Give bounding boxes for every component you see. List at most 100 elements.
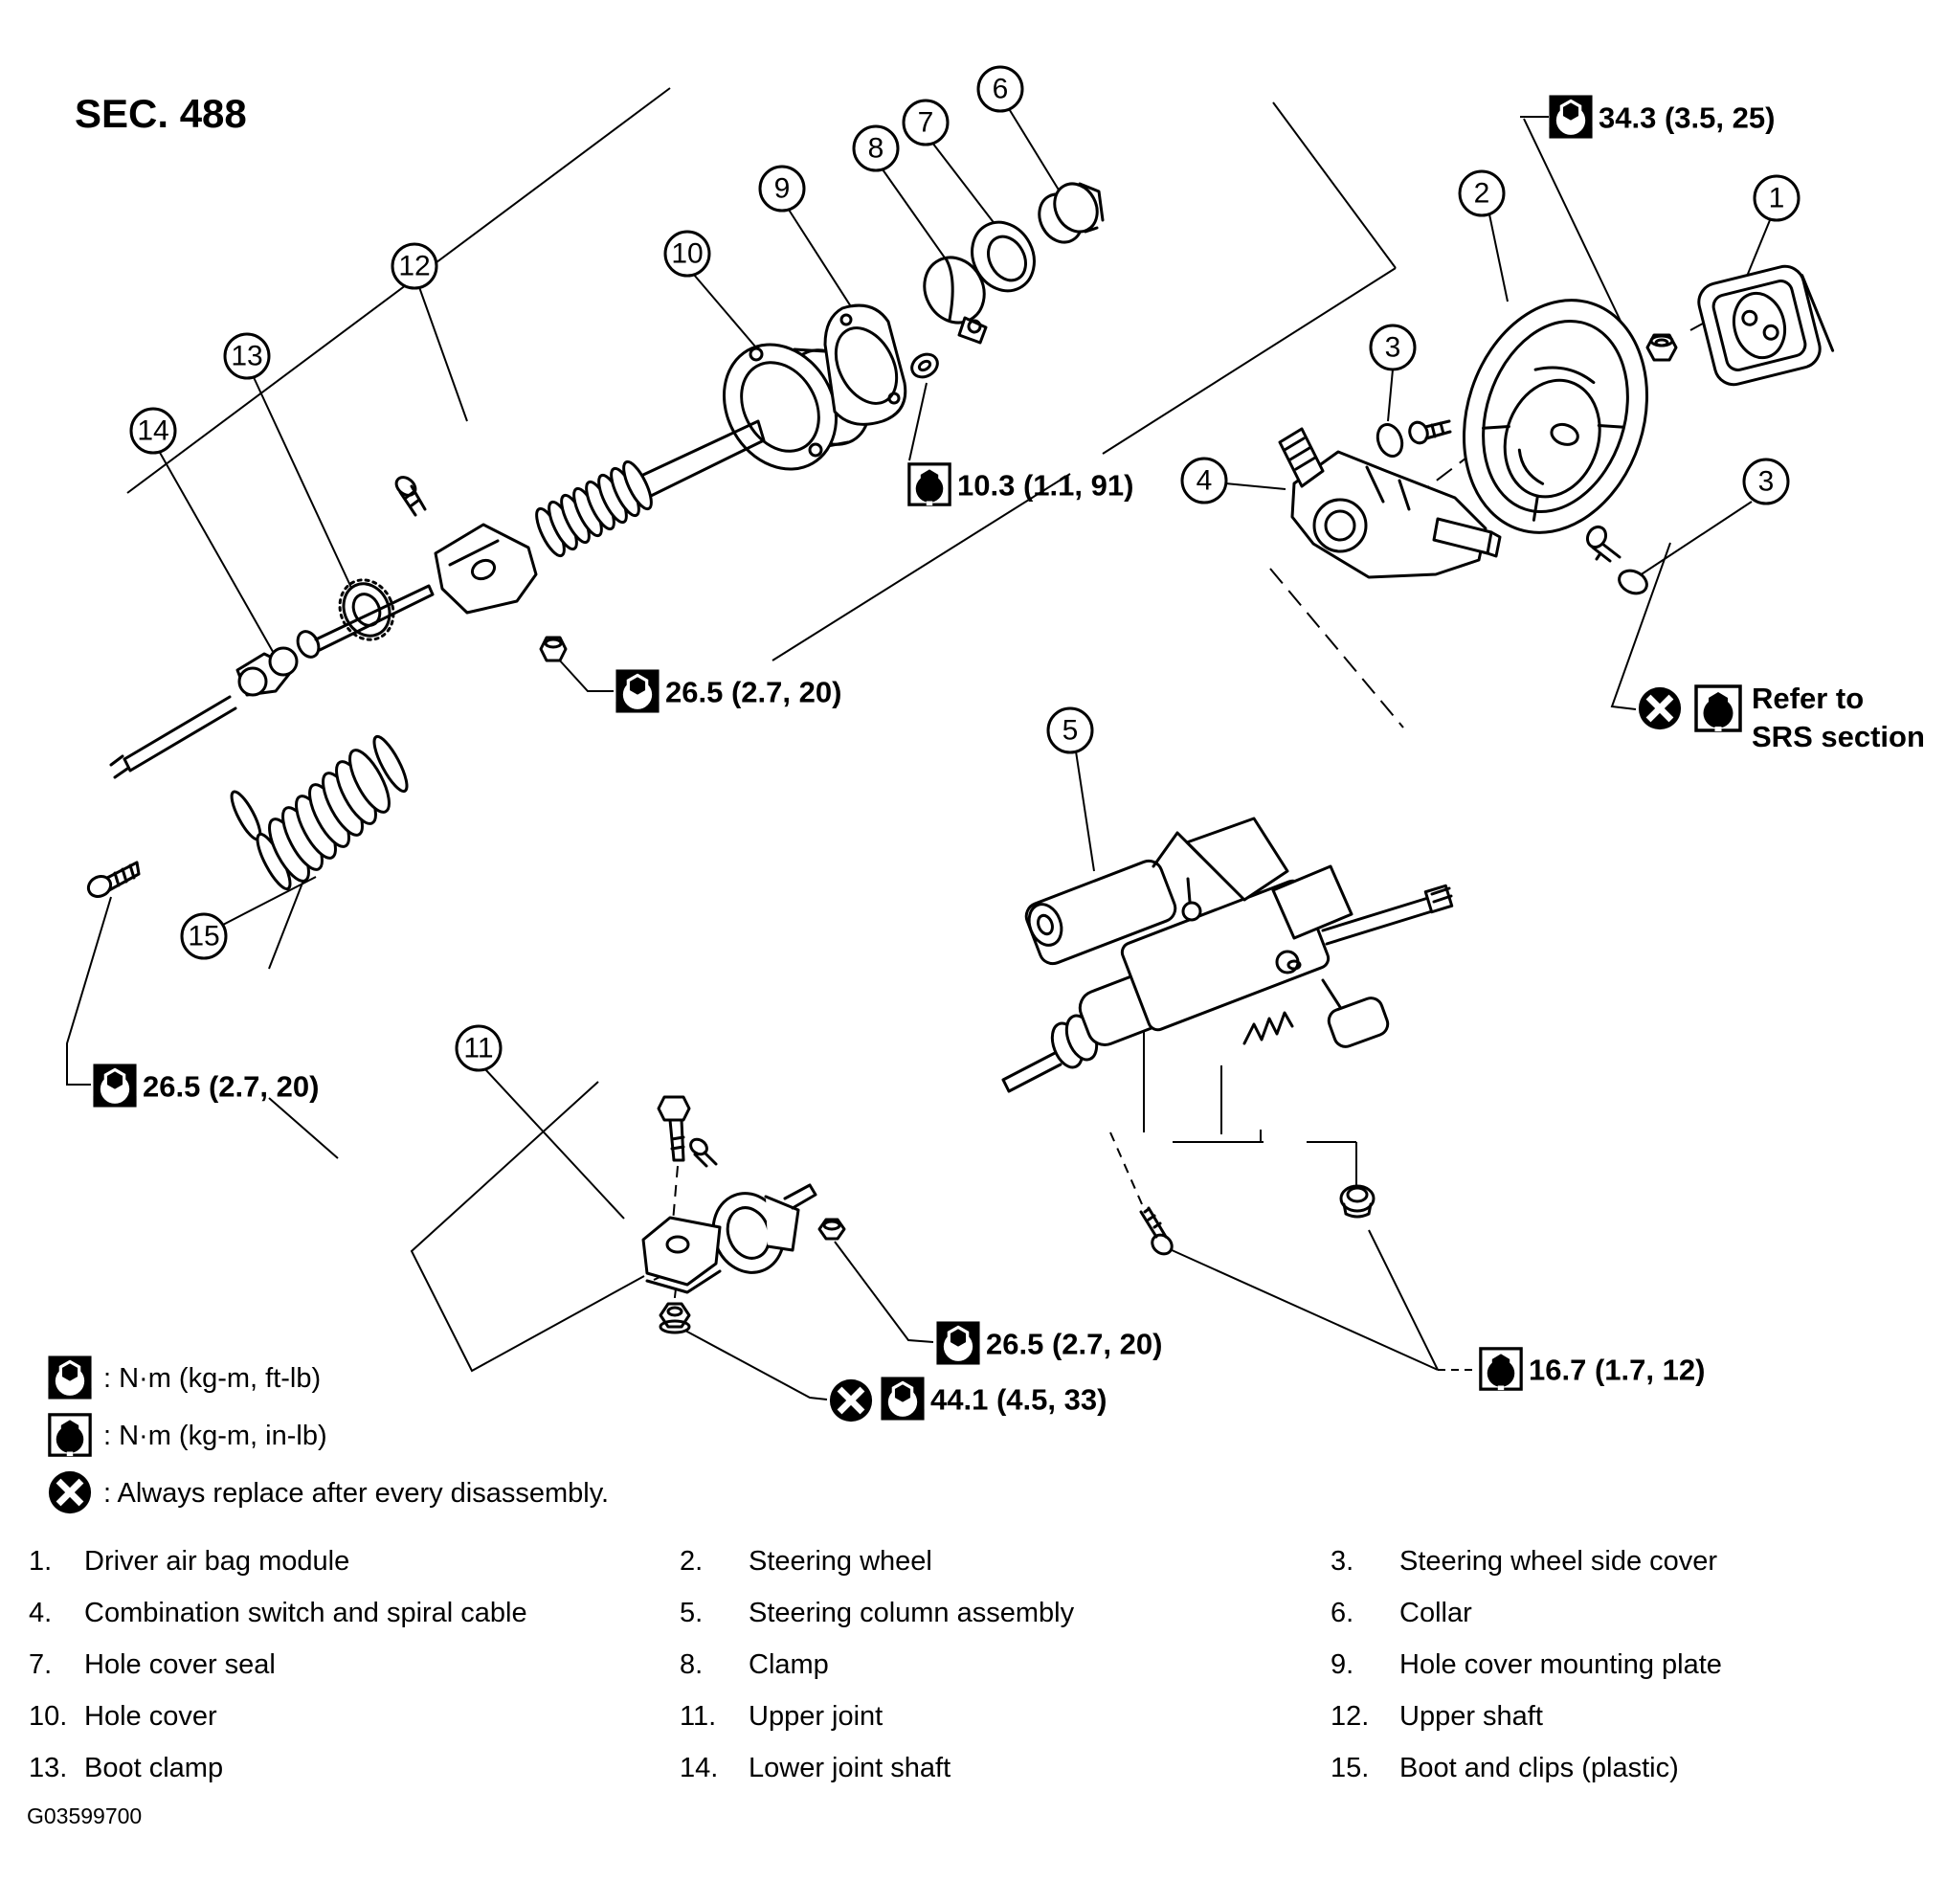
torque-value: 16.7 (1.7, 12) (1529, 1354, 1705, 1387)
washer-drawing (910, 352, 939, 379)
wrench-ftlb-icon (881, 1377, 925, 1421)
callout-6: 6 (976, 65, 1024, 113)
part-number: 4. (29, 1598, 52, 1628)
combination-switch-drawing (1278, 427, 1502, 579)
joint-small-bolt-drawing (689, 1137, 718, 1168)
tapping-screw-drawing (86, 861, 141, 898)
parts-list-item: 6.Collar (1331, 1598, 1472, 1628)
wrench-inlb-icon (1479, 1347, 1523, 1391)
torque-spec: 26.5 (2.7, 20) (93, 1064, 319, 1108)
part-number: 9. (1331, 1649, 1353, 1680)
torque-value: 26.5 (2.7, 20) (143, 1070, 319, 1104)
wrench-ftlb-icon (48, 1355, 92, 1400)
torque-value: 44.1 (4.5, 33) (930, 1383, 1107, 1417)
hole-cover-seal-drawing (971, 220, 1036, 293)
callout-number: 15 (188, 921, 219, 952)
srs-note-line: SRS section (1752, 720, 1925, 753)
part-number: 12. (1331, 1701, 1369, 1732)
torque-spec: 34.3 (3.5, 25) (1549, 95, 1775, 139)
parts-list-item: 3.Steering wheel side cover (1331, 1546, 1717, 1577)
air-bag-module-drawing (1697, 264, 1835, 387)
part-number: 15. (1331, 1753, 1369, 1783)
part-name: Upper joint (749, 1701, 883, 1732)
parts-list-item: 4.Combination switch and spiral cable (29, 1598, 527, 1628)
parts-list-item: 10. Hole cover (29, 1701, 217, 1732)
parts-list-item: 2.Steering wheel (680, 1546, 932, 1577)
torque-spec: 10.3 (1.1, 91) (907, 462, 1133, 506)
joint-bolt-drawing (657, 1095, 691, 1162)
column-mount-fasteners-drawing (1139, 1184, 1376, 1256)
callout-number: 4 (1197, 465, 1213, 497)
wrench-ftlb-icon (615, 669, 660, 713)
part-name: Hole cover (84, 1701, 217, 1732)
part-name: Steering wheel side cover (1399, 1546, 1717, 1577)
parts-list-item: 1. Driver air bag module (29, 1546, 349, 1577)
callout-7: 7 (902, 99, 950, 146)
legend-label: : N·m (kg-m, ft-lb) (103, 1363, 321, 1394)
torque-spec: 26.5 (2.7, 20) (615, 669, 841, 713)
part-number: 7. (29, 1649, 52, 1680)
part-number: 11. (680, 1701, 716, 1732)
legend-item: : N·m (kg-m, in-lb) (48, 1413, 327, 1457)
wrench-ftlb-icon (936, 1321, 980, 1365)
page-title: SEC. 488 (75, 91, 247, 136)
joint-flange-nut-drawing (659, 1302, 691, 1334)
hole-cover-mounting-plate-drawing (823, 303, 907, 426)
callout-13: 13 (223, 332, 271, 380)
callout-number: 10 (671, 238, 703, 270)
srs-note-line: Refer to (1752, 682, 1864, 715)
callout-number: 3 (1385, 332, 1401, 364)
callout-8: 8 (852, 124, 900, 172)
callout-10: 10 (663, 230, 711, 278)
callout-number: 7 (918, 107, 934, 139)
lower-joint-shaft-drawing (86, 584, 435, 898)
callout-number: 3 (1758, 466, 1775, 498)
collar-drawing (1038, 182, 1105, 244)
part-name: Lower joint shaft (749, 1753, 951, 1783)
part-name: Boot and clips (plastic) (1399, 1753, 1679, 1783)
upper-joint-drawing (641, 1095, 846, 1334)
part-number: 10. (29, 1701, 67, 1732)
torque-value: 26.5 (2.7, 20) (665, 676, 841, 709)
pinch-bolt-drawing (394, 476, 427, 517)
callout-number: 8 (868, 133, 884, 165)
legend-item: : N·m (kg-m, ft-lb) (48, 1355, 321, 1400)
parts-list-item: 12. Upper shaft (1331, 1701, 1543, 1732)
part-name: Upper shaft (1399, 1701, 1543, 1732)
callout-9: 9 (758, 165, 806, 213)
callout-number: 11 (463, 1033, 493, 1064)
part-number: 13. (29, 1753, 67, 1783)
steering-wheel-drawing (1462, 299, 1678, 534)
part-number: 1. (29, 1546, 52, 1577)
mount-nut-drawing (1339, 1184, 1376, 1219)
part-number: 8. (680, 1649, 703, 1680)
wrench-ftlb-icon (1549, 95, 1593, 139)
side-cover-drawing (1376, 419, 1648, 595)
callout-15: 15 (180, 912, 228, 960)
callout-2: 2 (1458, 169, 1506, 217)
joint-nut-drawing (817, 1218, 846, 1241)
part-name: Collar (1399, 1598, 1472, 1628)
callout-3: 3 (1742, 458, 1790, 505)
callout-5: 5 (1046, 706, 1094, 754)
parts-list-item: 8.Clamp (680, 1649, 829, 1680)
callout-number: 12 (398, 251, 430, 282)
mount-screw-drawing (1139, 1206, 1174, 1256)
torque-spec: 26.5 (2.7, 20) (936, 1321, 1162, 1365)
part-number: 14. (680, 1753, 718, 1783)
parts-list-item: 9. Hole cover mounting plate (1331, 1649, 1722, 1680)
torque-spec: 44.1 (4.5, 33) (830, 1377, 1107, 1422)
parts-list-item: 15. Boot and clips (plastic) (1331, 1753, 1679, 1783)
wheel-nut-drawing (1645, 333, 1678, 362)
legend-label: : N·m (kg-m, in-lb) (103, 1421, 327, 1451)
upper-shaft-drawing (394, 419, 766, 662)
part-name: Steering column assembly (749, 1598, 1075, 1628)
legend-item: : Always replace after every disassembly… (49, 1471, 609, 1513)
part-name: Driver air bag module (84, 1546, 349, 1577)
part-name: Boot clamp (84, 1753, 223, 1783)
part-name: Hole cover mounting plate (1399, 1649, 1722, 1680)
srs-note: Refer to SRS section (1639, 682, 1925, 753)
